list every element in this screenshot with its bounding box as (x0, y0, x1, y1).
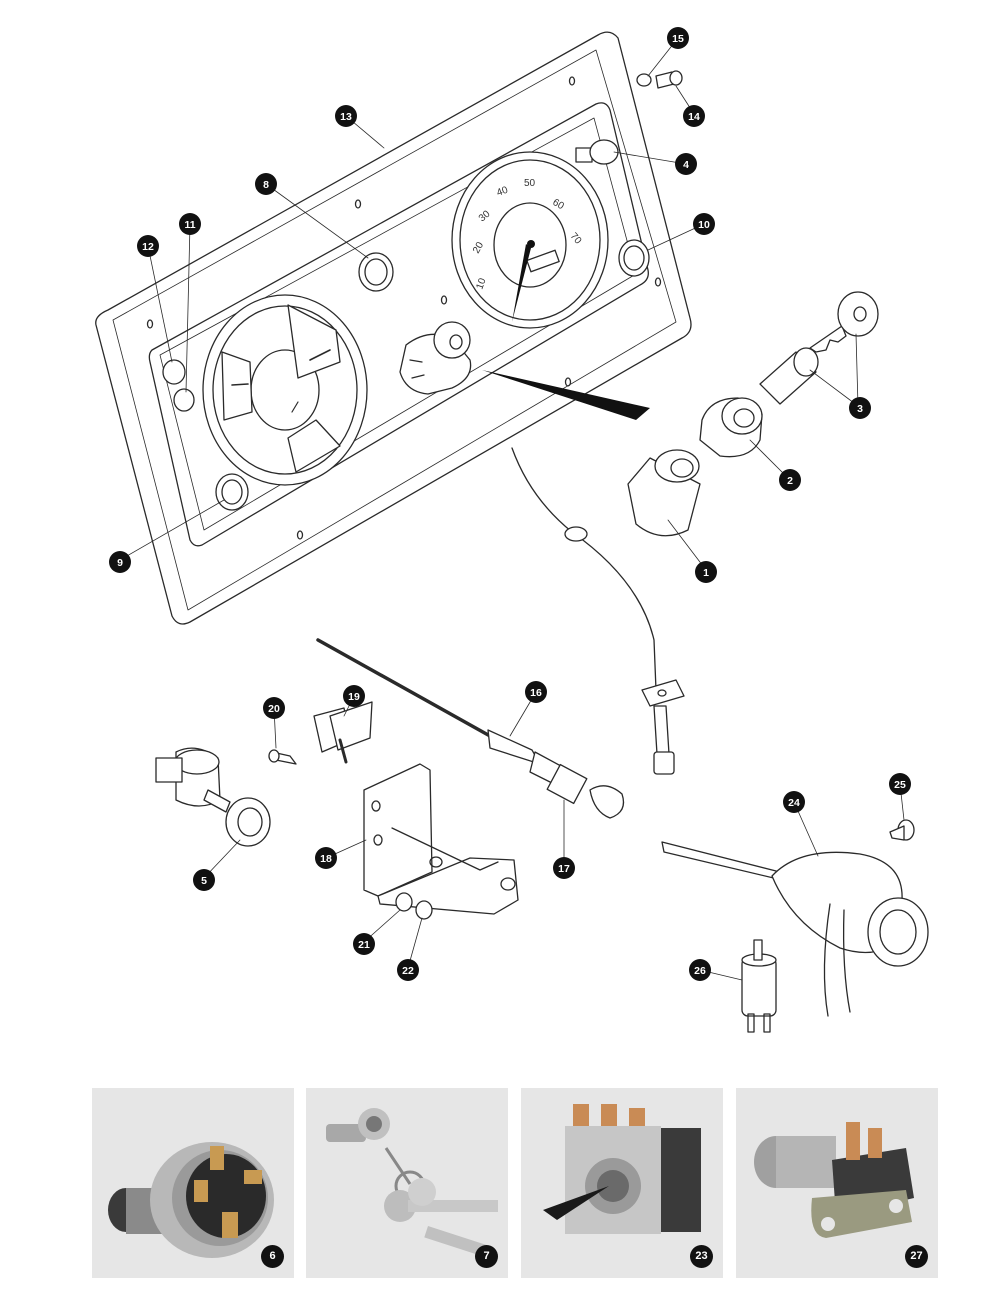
callout-13: 13 (335, 105, 357, 127)
svg-text:3: 3 (857, 403, 863, 415)
svg-text:2: 2 (787, 475, 793, 487)
callout-1: 1 (695, 561, 717, 583)
part-25-cap (889, 819, 915, 841)
svg-text:13: 13 (340, 111, 352, 123)
svg-text:20: 20 (268, 703, 280, 715)
speedo-label-60: 60 (551, 197, 567, 212)
callout-8: 8 (255, 173, 277, 195)
part-18-mounting-bracket (363, 763, 519, 915)
photo-toggle-switch: 23 (521, 1088, 723, 1278)
part-4-bulb (575, 139, 619, 165)
speedo-label-20: 20 (471, 240, 486, 256)
callout-14: 14 (683, 105, 705, 127)
part-26-flasher-unit (741, 939, 777, 1033)
callout-26: 26 (689, 959, 711, 981)
photo-label-7: 7 (475, 1245, 498, 1268)
svg-text:24: 24 (788, 797, 800, 809)
photo-ignition-switch: 6 (92, 1088, 294, 1278)
part-2-bezel-nut (699, 397, 763, 458)
part-14-screw (655, 70, 683, 89)
svg-text:14: 14 (688, 111, 700, 123)
callout-22: 22 (397, 959, 419, 981)
callout-20: 20 (263, 697, 285, 719)
callout-25: 25 (889, 773, 911, 795)
speedometer (451, 151, 609, 329)
speedo-label-40: 40 (495, 185, 510, 199)
callout-5: 5 (193, 869, 215, 891)
photo-dip-switch: 27 (736, 1088, 938, 1278)
svg-text:11: 11 (184, 219, 195, 231)
svg-text:5: 5 (201, 875, 207, 887)
combination-gauge (202, 294, 368, 486)
callout-9: 9 (109, 551, 131, 573)
svg-text:8: 8 (263, 179, 269, 191)
svg-text:15: 15 (672, 33, 684, 45)
part-5-rotary-switch (155, 747, 271, 847)
svg-text:16: 16 (530, 687, 542, 699)
instrument-panel-plate (95, 31, 692, 625)
svg-text:12: 12 (142, 241, 154, 253)
svg-text:26: 26 (694, 965, 706, 977)
part-24-column-switch (661, 841, 929, 1017)
exploded-parts-diagram: 10 20 30 40 50 60 70 15 14 4 13 8 10 11 … (95, 27, 929, 1033)
part-19-switch-bracket (313, 701, 373, 764)
callout-10: 10 (693, 213, 715, 235)
callout-16: 16 (525, 681, 547, 703)
callout-17: 17 (553, 857, 575, 879)
speedo-label-50: 50 (524, 178, 536, 189)
callout-24: 24 (783, 791, 805, 813)
photo-label-27: 27 (905, 1245, 928, 1268)
svg-text:18: 18 (320, 853, 332, 865)
photo-label-6: 6 (261, 1245, 284, 1268)
svg-text:19: 19 (348, 691, 360, 703)
part-1-switch-body (627, 449, 701, 537)
warning-lamp-8 (358, 252, 394, 292)
part-22-nut (415, 900, 433, 920)
callout-3: 3 (849, 397, 871, 419)
warning-lamp-10 (618, 239, 650, 277)
warning-lamp-9 (215, 473, 249, 511)
svg-text:9: 9 (117, 557, 123, 569)
choke-cable (316, 638, 625, 819)
part-21-washer (395, 892, 413, 912)
svg-text:1: 1 (703, 567, 709, 579)
warning-lamp-12 (162, 359, 186, 385)
svg-text:22: 22 (402, 965, 414, 977)
part-15-washer (636, 73, 652, 87)
callout-12: 12 (137, 235, 159, 257)
warning-lamp-11 (173, 388, 195, 412)
photo-lock-and-keys: 7 (306, 1088, 508, 1278)
callout-15: 15 (667, 27, 689, 49)
svg-text:25: 25 (894, 779, 906, 791)
photo-label-23: 23 (690, 1245, 713, 1268)
svg-text:4: 4 (683, 159, 689, 171)
svg-text:21: 21 (358, 939, 370, 951)
callout-badges: 15 14 4 13 8 10 11 12 9 3 2 1 16 17 19 2… (109, 27, 911, 981)
callout-18: 18 (315, 847, 337, 869)
callout-21: 21 (353, 933, 375, 955)
speedo-label-10: 10 (474, 276, 488, 291)
callout-4: 4 (675, 153, 697, 175)
callout-19: 19 (343, 685, 365, 707)
panel-switch-knob (399, 321, 472, 395)
part-20-screw (268, 749, 297, 765)
callout-11: 11 (179, 213, 201, 235)
part-3-lock-and-key (759, 291, 879, 405)
svg-text:17: 17 (558, 863, 570, 875)
assembly-pointer (482, 370, 650, 420)
callout-2: 2 (779, 469, 801, 491)
svg-text:10: 10 (698, 219, 710, 231)
